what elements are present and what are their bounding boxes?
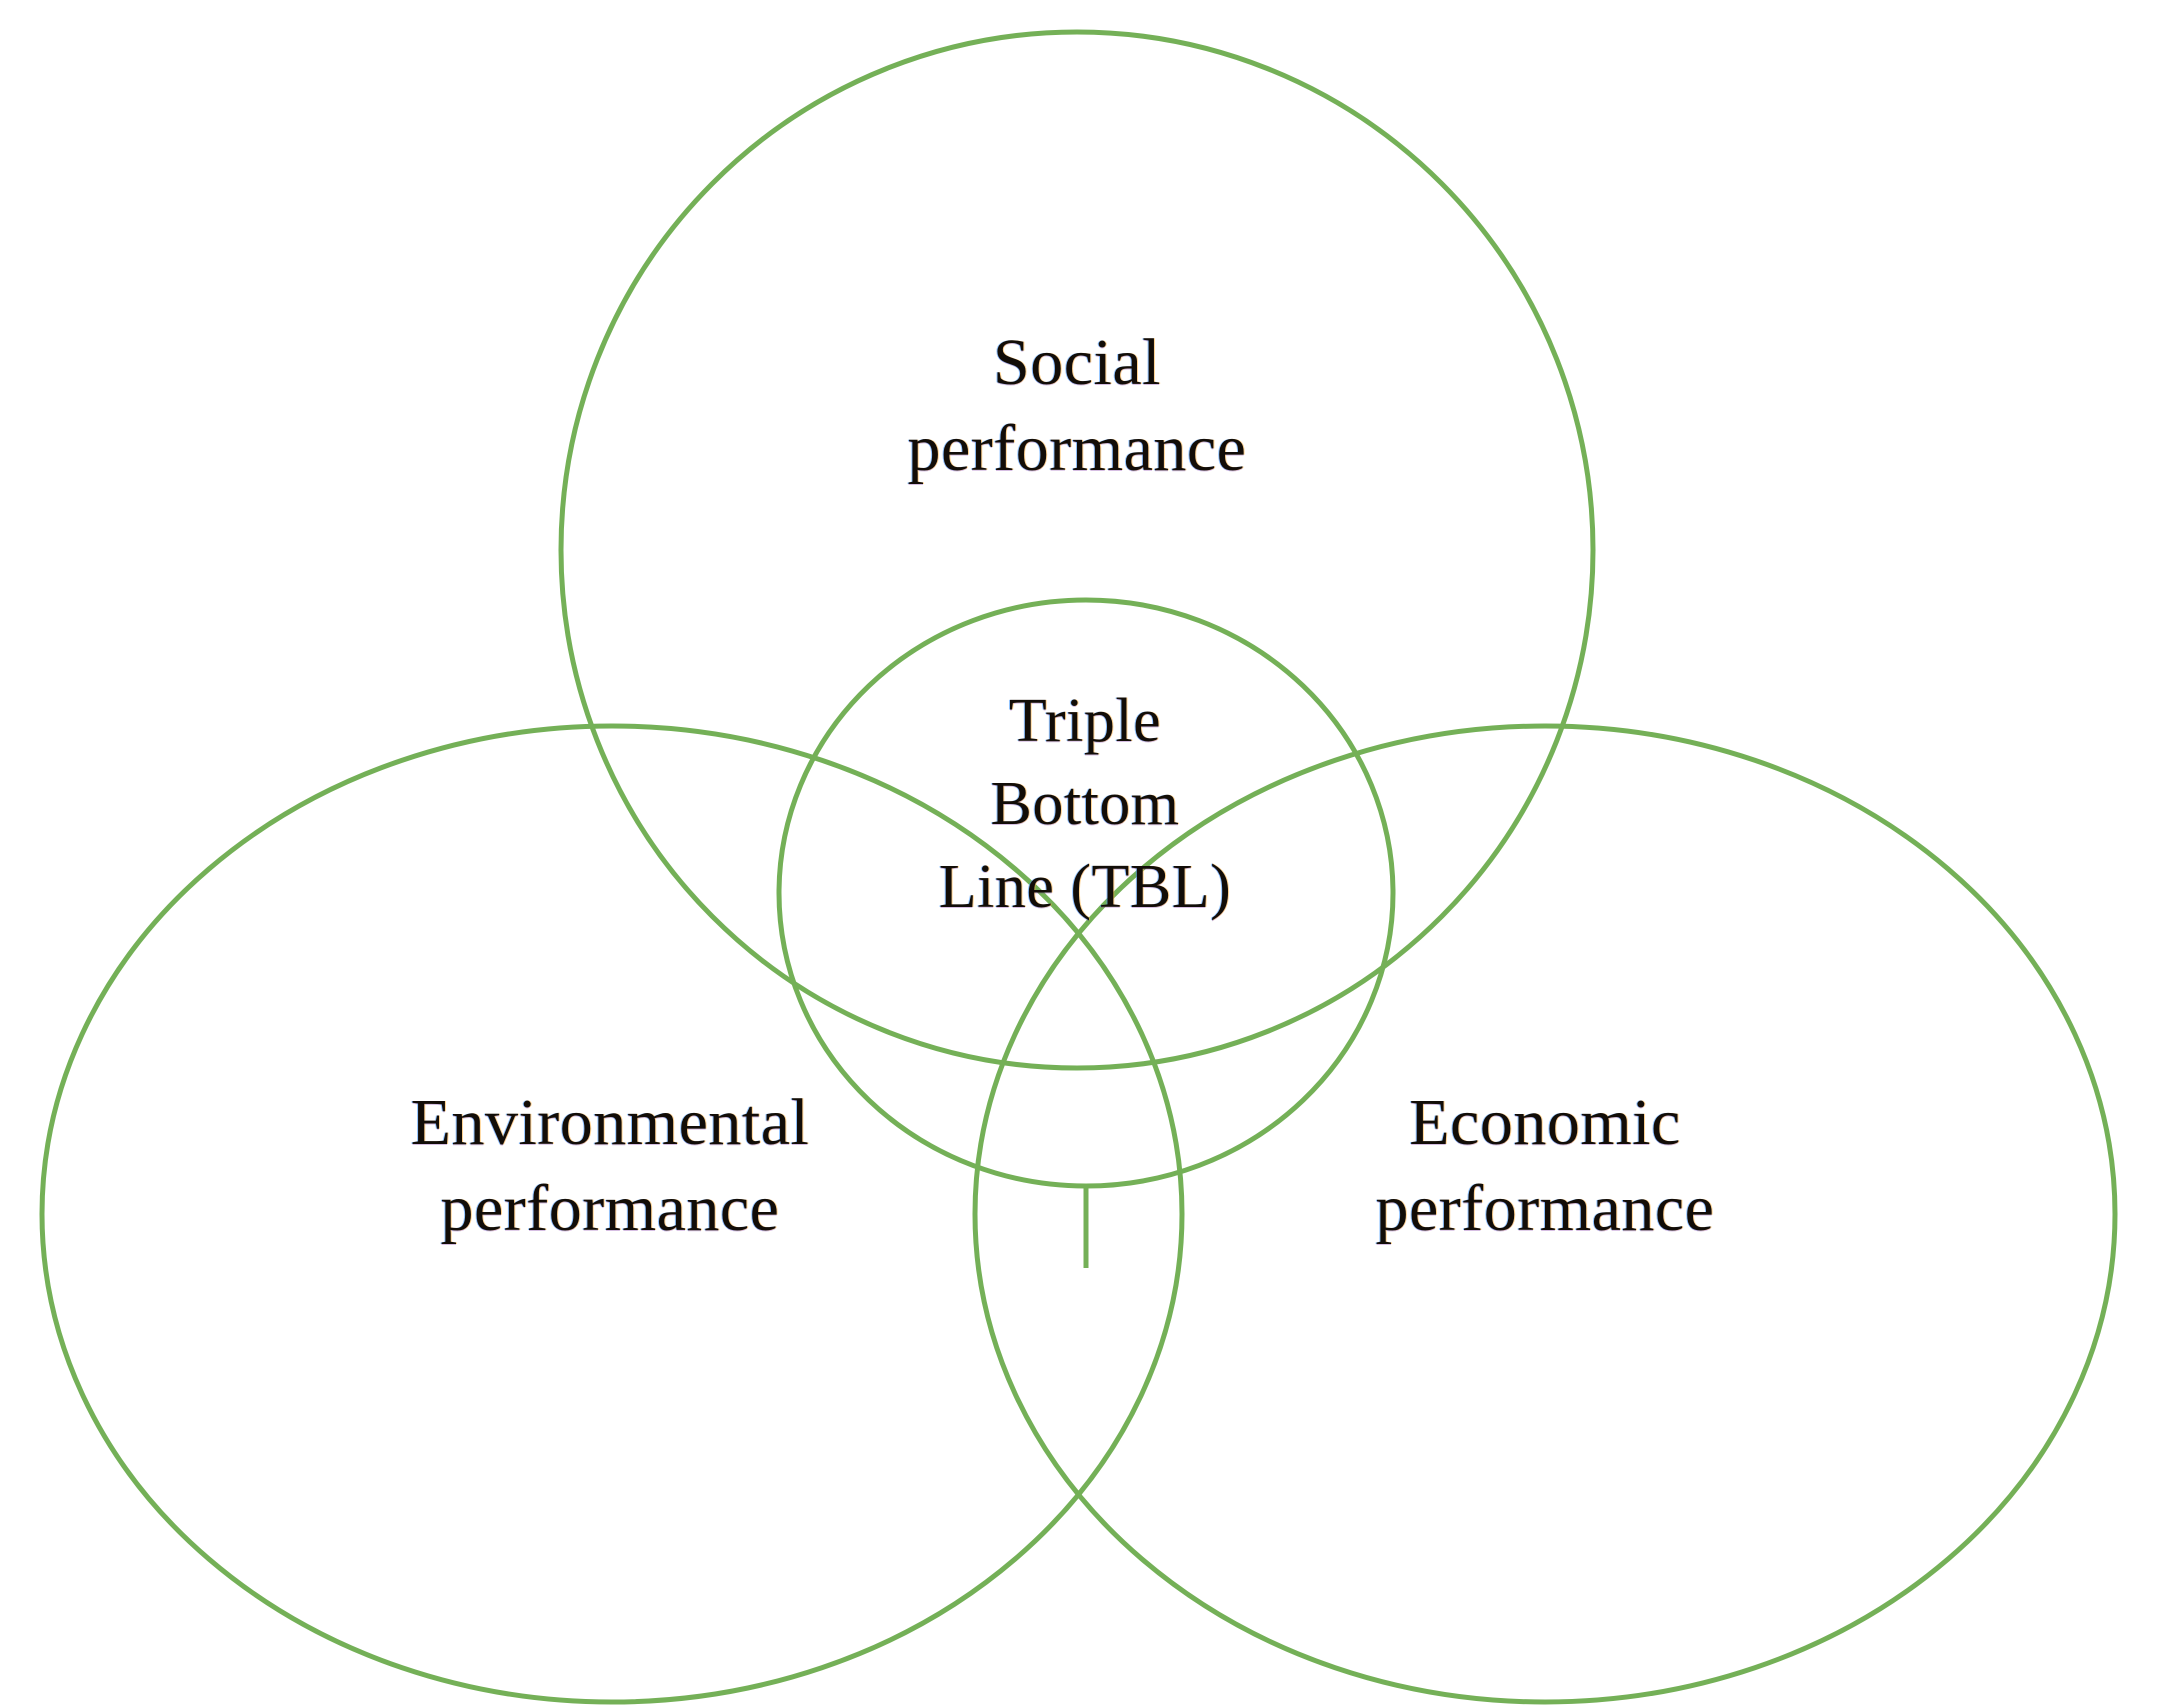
label-environmental-performance: Environmental performance — [110, 1080, 1110, 1252]
label-triple-bottom-line: Triple Bottom Line (TBL) — [785, 680, 1385, 929]
label-center-line1: Triple — [1008, 687, 1162, 755]
circle-economic — [972, 723, 2118, 1705]
label-economic-line2: performance — [1375, 1171, 1715, 1245]
label-environmental-line2: performance — [440, 1171, 780, 1245]
label-economic-line1: Economic — [1409, 1086, 1681, 1159]
circle-social — [558, 29, 1596, 1071]
label-social-line2: performance — [907, 411, 1247, 485]
circle-environmental — [39, 723, 1185, 1705]
label-center-line3: Line (TBL) — [938, 853, 1232, 922]
label-social-line1: Social — [993, 326, 1161, 399]
label-social-performance: Social performance — [577, 320, 1577, 492]
label-economic-performance: Economic performance — [1130, 1080, 1960, 1252]
label-environmental-line1: Environmental — [410, 1086, 810, 1159]
label-center-line2: Bottom — [990, 770, 1180, 839]
